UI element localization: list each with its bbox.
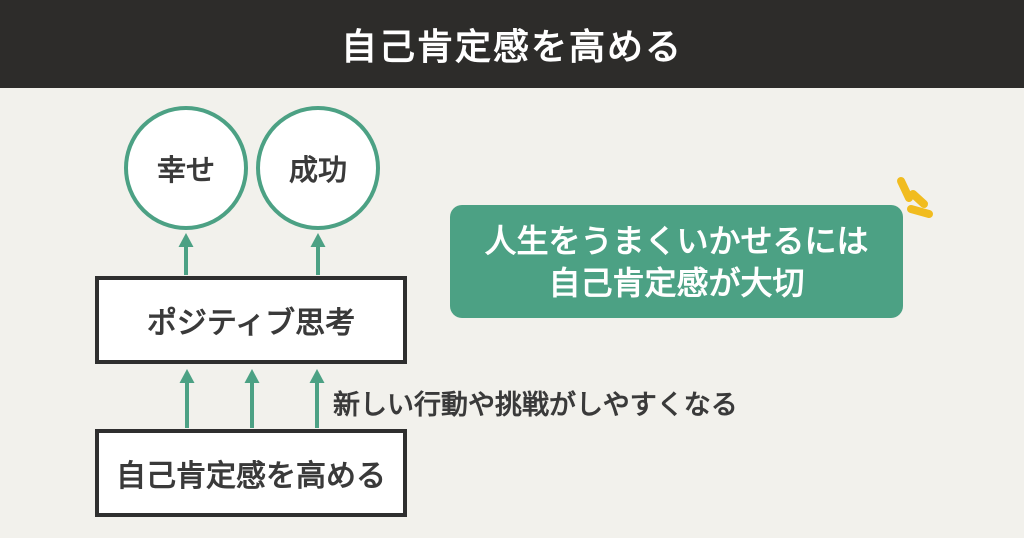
callout-panel: 人生をうまくいかせるには 自己肯定感が大切 <box>450 205 903 318</box>
up-arrow <box>244 369 260 428</box>
up-arrow <box>179 369 195 428</box>
raise-self-esteem-box: 自己肯定感を高める <box>95 429 407 517</box>
happiness-circle-label: 幸せ <box>156 155 215 187</box>
page-title: 自己肯定感を高める <box>340 26 683 67</box>
happiness-circle: 幸せ <box>124 106 248 230</box>
arrow-annotation: 新しい行動や挑戦がしやすくなる <box>333 390 738 420</box>
success-circle: 成功 <box>256 106 380 230</box>
success-circle-label: 成功 <box>288 155 347 187</box>
positive-thinking-box: ポジティブ思考 <box>95 276 407 364</box>
raise-self-esteem-label: 自己肯定感を高める <box>116 460 386 493</box>
up-arrow <box>310 233 326 275</box>
up-arrow <box>309 369 325 428</box>
callout-line1: 人生をうまくいかせるには <box>484 222 869 259</box>
positive-thinking-label: ポジティブ思考 <box>146 307 356 340</box>
sparkle-emphasis-icon <box>897 177 933 218</box>
header-bar: 自己肯定感を高める <box>0 0 1024 88</box>
up-arrow <box>178 233 194 275</box>
callout-line2: 自己肯定感が大切 <box>548 264 805 301</box>
